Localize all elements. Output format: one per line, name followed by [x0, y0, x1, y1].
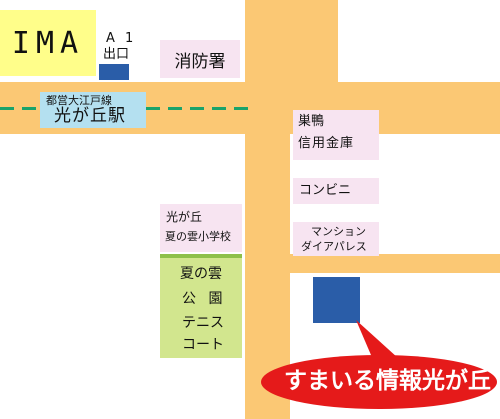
exit-marker-icon [99, 64, 129, 80]
park-label-line3: テニス [182, 315, 224, 331]
exit-a1-label-line1: A 1 [106, 31, 137, 46]
road-vertical-right [290, 0, 338, 82]
sugamo-label-line2: 信用金庫 [298, 136, 355, 151]
hikarigaoka-station-label: 光が丘駅 [54, 106, 126, 126]
mansion-label: マンション ダイアパレス [293, 222, 379, 256]
convenience-store-label: コンビニ [293, 178, 379, 204]
ima-label: IMA [11, 25, 85, 61]
convenience-store-text: コンビニ [299, 183, 352, 198]
toei-oedo-line-label: 都営大江戸線 [46, 94, 112, 107]
park-label-line2: 公 園 [182, 291, 227, 307]
road-horizontal-lower [290, 254, 500, 273]
callout-bubble-icon [261, 320, 497, 409]
mansion-label-line1: マンション [311, 225, 366, 238]
park-tennis-court: 夏の雲 公 園 テニス コート [160, 254, 242, 358]
target-building-icon [313, 277, 360, 323]
rail-line-dashed-left [0, 107, 40, 110]
road-vertical-left [245, 0, 290, 419]
ima-building-label: IMA [0, 10, 96, 76]
callout-ellipse [261, 355, 497, 409]
sugamo-label-line1: 巣鴨 [298, 114, 325, 129]
school-label-line2: 夏の雲小学校 [165, 230, 231, 243]
fire-station-text: 消防署 [174, 51, 226, 72]
rail-line-dashed-right [146, 107, 254, 110]
fire-station-label: 消防署 [160, 40, 240, 78]
station-label-box: 都営大江戸線 光が丘駅 [40, 92, 146, 128]
park-label-line4: コート [182, 337, 224, 353]
school-label-line1: 光が丘 [166, 210, 203, 224]
school-label: 光が丘 夏の雲小学校 [160, 204, 242, 252]
park-label-line1: 夏の雲 [180, 266, 222, 282]
exit-a1-label-line2: 出口 [103, 47, 130, 62]
mansion-label-line2: ダイアパレス [301, 240, 367, 253]
destination-label: すまいる情報光が丘 [284, 368, 491, 394]
sugamo-shinkin-label: 巣鴨 信用金庫 [293, 110, 379, 160]
